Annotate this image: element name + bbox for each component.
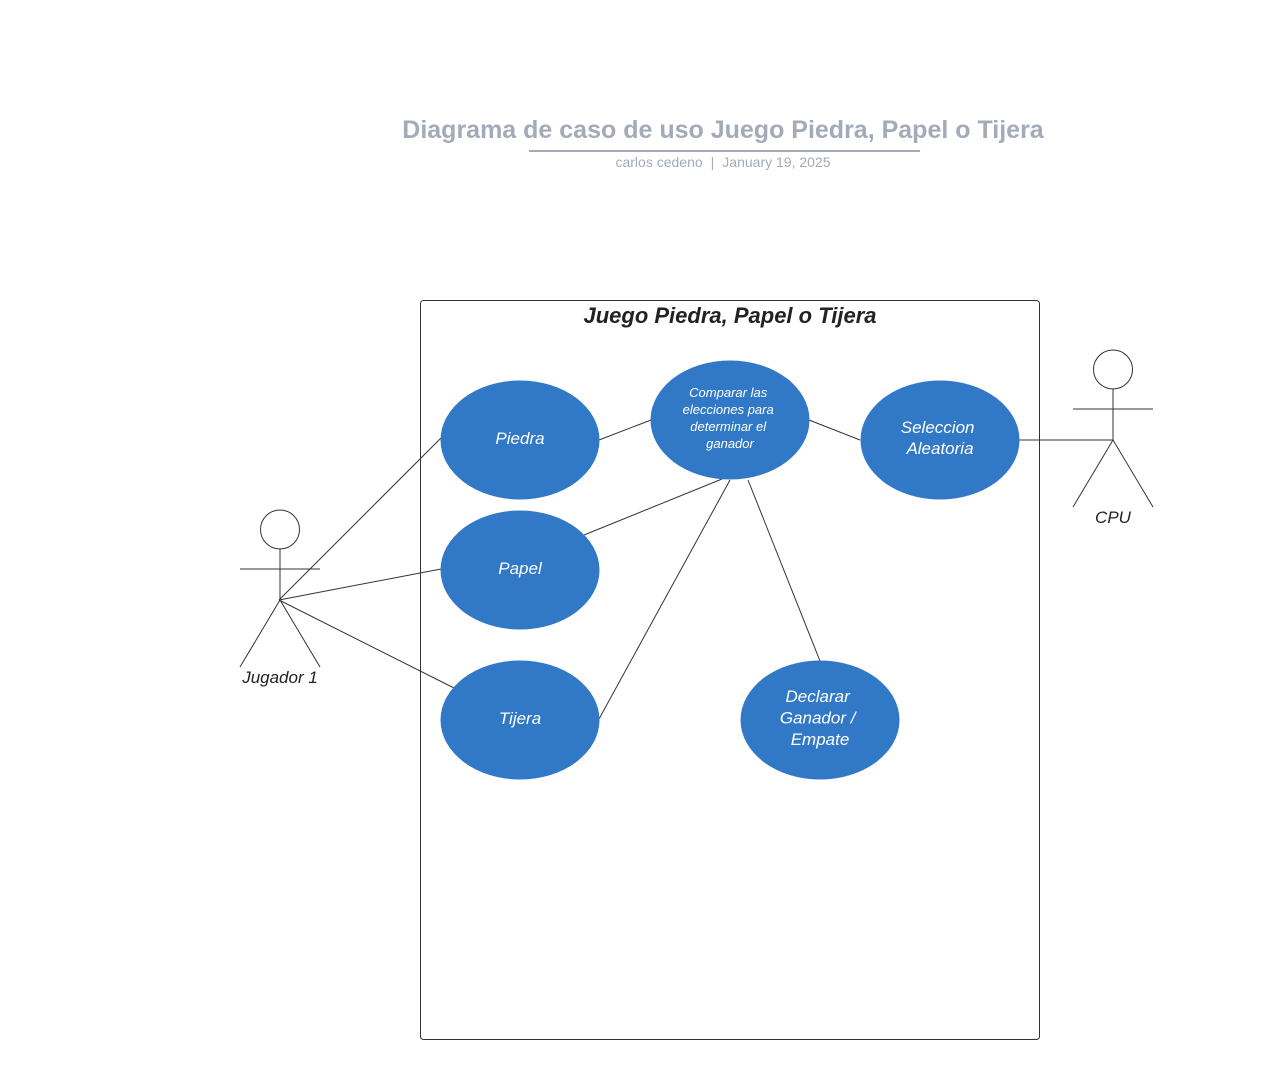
system-boundary[interactable] (420, 300, 1040, 1040)
use-case-seleccion-label: Seleccion Aleatoria (901, 418, 979, 458)
use-case-tijera-label: Tijera (499, 709, 541, 728)
use-case-comparar-line: ganador (706, 436, 754, 451)
actor-cpu-label: CPU (1095, 508, 1132, 527)
diagram-header: Diagrama de caso de uso Juego Piedra, Pa… (0, 112, 1274, 148)
use-case-comparar-line: Comparar las (689, 385, 768, 400)
use-case-comparar-label: Comparar las elecciones para determinar … (683, 385, 778, 451)
actor-player-head (260, 509, 300, 550)
use-case-piedra-label: Piedra (495, 429, 544, 448)
actor-player-right-leg (279, 599, 321, 668)
actor-player[interactable] (239, 509, 321, 668)
use-case-comparar-line: elecciones para (683, 402, 774, 417)
use-case-comparar-line: determinar el (690, 419, 767, 434)
use-case-declarar-shape (740, 660, 900, 780)
actor-cpu[interactable] (1072, 349, 1154, 508)
use-case-seleccion-shape (860, 380, 1020, 500)
actor-cpu-left-leg (1072, 439, 1114, 508)
actor-player-left-leg (239, 599, 281, 668)
association-player-piedra[interactable] (278, 437, 442, 601)
use-case-declarar-line: Declarar (786, 687, 852, 706)
association-comparar-seleccion[interactable] (808, 419, 861, 441)
title-underline (529, 150, 920, 152)
system-title: Juego Piedra, Papel o Tijera (583, 303, 876, 328)
document-date: January 19, 2025 (722, 154, 831, 170)
actor-cpu-right-leg (1112, 439, 1154, 508)
use-case-piedra[interactable]: Piedra (440, 380, 600, 500)
use-case-seleccion-aleatoria[interactable]: Seleccion Aleatoria (860, 380, 1020, 500)
association-comparar-declarar[interactable] (747, 479, 821, 662)
association-player-tijera[interactable] (278, 599, 455, 689)
use-case-comparar-shape (650, 360, 810, 480)
document-title: Diagrama de caso de uso Juego Piedra, Pa… (402, 116, 1044, 144)
use-case-papel-label: Papel (498, 559, 543, 578)
author-name: carlos cedeno (615, 154, 703, 170)
use-case-declarar-line: Ganador / (780, 709, 858, 728)
actor-cpu-head (1093, 349, 1133, 390)
use-case-tijera-shape (440, 660, 600, 780)
use-case-seleccion-line: Aleatoria (905, 439, 973, 458)
association-piedra-comparar[interactable] (598, 419, 652, 441)
associations (278, 419, 1113, 720)
use-case-papel-shape (440, 510, 600, 630)
use-case-tijera[interactable]: Tijera (440, 660, 600, 780)
use-case-piedra-line: Piedra (495, 429, 544, 448)
use-case-declarar-label: Declarar Ganador / Empate (780, 687, 860, 749)
use-case-tijera-line: Tijera (499, 709, 541, 728)
meta-separator: | (710, 154, 715, 170)
use-case-papel[interactable]: Papel (440, 510, 600, 630)
actor-player-label: Jugador 1 (241, 668, 318, 687)
association-tijera-comparar[interactable] (598, 479, 731, 720)
use-case-declarar-ganador[interactable]: Declarar Ganador / Empate (740, 660, 900, 780)
use-case-papel-line: Papel (498, 559, 543, 578)
association-player-papel[interactable] (278, 568, 442, 601)
use-case-declarar-line: Empate (791, 730, 850, 749)
use-case-comparar[interactable]: Comparar las elecciones para determinar … (650, 360, 810, 480)
association-papel-comparar[interactable] (583, 478, 723, 536)
use-case-seleccion-line: Seleccion (901, 418, 975, 437)
use-case-piedra-shape (440, 380, 600, 500)
document-meta: carlos cedeno | January 19, 2025 (0, 153, 1274, 171)
